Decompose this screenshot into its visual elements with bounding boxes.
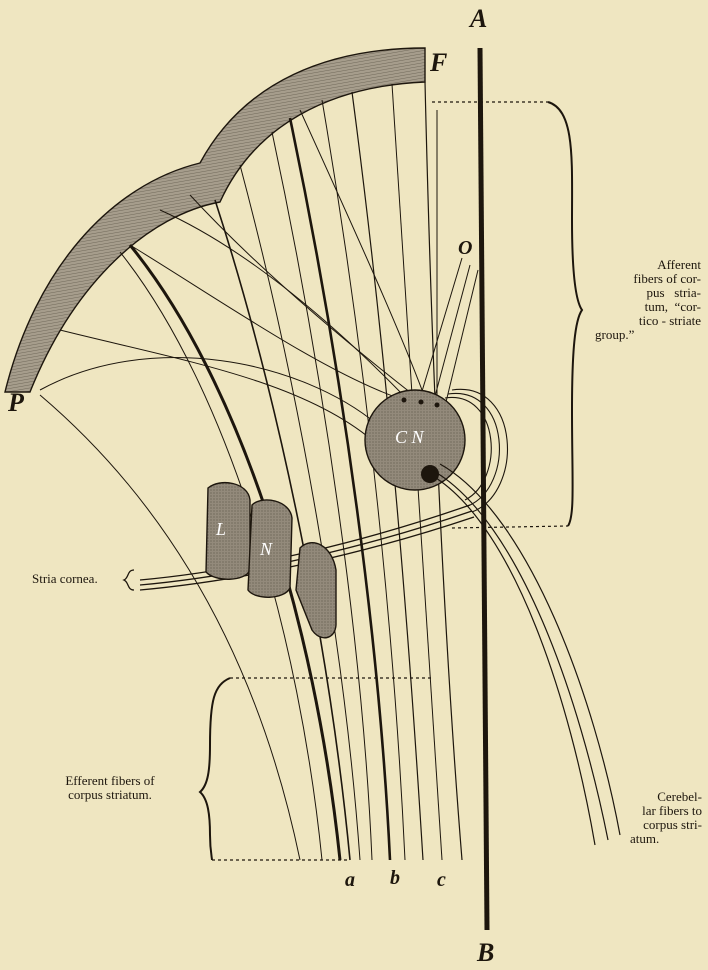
label-o: O [458, 238, 472, 258]
label-a-top: A [470, 6, 487, 32]
afferent-brace [548, 102, 582, 526]
label-f: F [430, 50, 447, 76]
lenticular-l [206, 483, 250, 580]
afferent-line-5: tico - striate [595, 314, 701, 328]
efferent-brace [200, 678, 230, 860]
label-b-small: b [390, 868, 400, 888]
afferent-note: Afferent fibers of cor- pus stria- tum, … [595, 258, 701, 342]
cerebellar-line-2: lar fibers to [612, 804, 702, 818]
label-c-small: c [437, 870, 446, 890]
label-cn: C N [395, 428, 424, 446]
afferent-line-2: fibers of cor- [595, 272, 701, 286]
lenticular-third [296, 543, 336, 638]
cerebellar-line-1: Cerebel- [612, 790, 702, 804]
efferent-note: Efferent fibers of corpus striatum. [30, 774, 190, 802]
cortex-band [5, 48, 425, 392]
afferent-line-1: Afferent [595, 258, 701, 272]
label-b-bottom: B [477, 940, 494, 966]
cerebellar-note: Cerebel- lar fibers to corpus stri- atum… [612, 790, 702, 846]
cerebellar-line-4: atum. [612, 832, 702, 846]
label-n: N [260, 540, 272, 558]
efferent-line-1: Efferent fibers of [30, 774, 190, 788]
afferent-line-6: group.” [595, 328, 701, 342]
label-l: L [216, 520, 226, 538]
stria-brace [124, 570, 134, 590]
afferent-line-4: tum, “cor- [595, 300, 701, 314]
label-p: P [8, 390, 24, 416]
label-a-small: a [345, 870, 355, 890]
afferent-line-3: pus stria- [595, 286, 701, 300]
cerebellar-line-3: corpus stri- [612, 818, 702, 832]
stria-note: Stria cornea. [32, 572, 98, 586]
efferent-line-2: corpus striatum. [30, 788, 190, 802]
midline-ab [480, 48, 487, 930]
